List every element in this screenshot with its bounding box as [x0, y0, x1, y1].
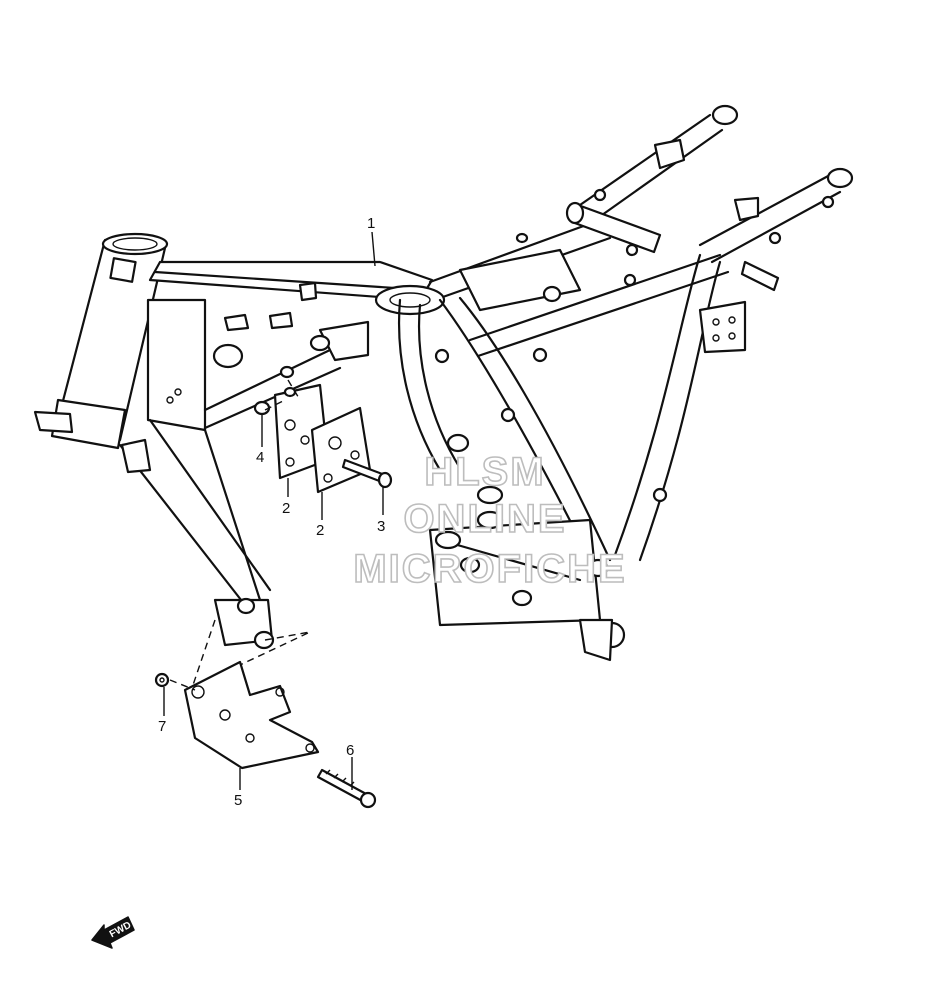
- lower-bracket-nut: [154, 672, 170, 688]
- engine-mount-bolt: [341, 458, 393, 489]
- callout-leaders: [163, 231, 384, 790]
- watermark: HLSM ONLINE MICROFICHE: [353, 449, 626, 592]
- callout-2-left: 2: [282, 500, 290, 517]
- assembly-guide-lines: [169, 379, 311, 691]
- watermark-line-2: ONLINE: [403, 497, 566, 541]
- lower-engine-bracket: [183, 660, 320, 770]
- forward-arrow-icon: FWD: [91, 916, 135, 949]
- main-frame: [33, 104, 854, 662]
- callout-5: 5: [234, 792, 242, 809]
- callout-7: 7: [158, 718, 166, 735]
- watermark-line-3: MICROFICHE: [353, 547, 626, 591]
- callout-labels: 1 2 2 3 4 5 6 7: [158, 215, 385, 809]
- callout-4: 4: [256, 449, 264, 466]
- watermark-line-1: HLSM: [424, 450, 545, 494]
- lower-bracket-bolt: [316, 768, 377, 809]
- callout-2-right: 2: [316, 522, 324, 539]
- callout-3: 3: [377, 518, 385, 535]
- callout-6: 6: [346, 742, 354, 759]
- callout-1: 1: [367, 215, 375, 232]
